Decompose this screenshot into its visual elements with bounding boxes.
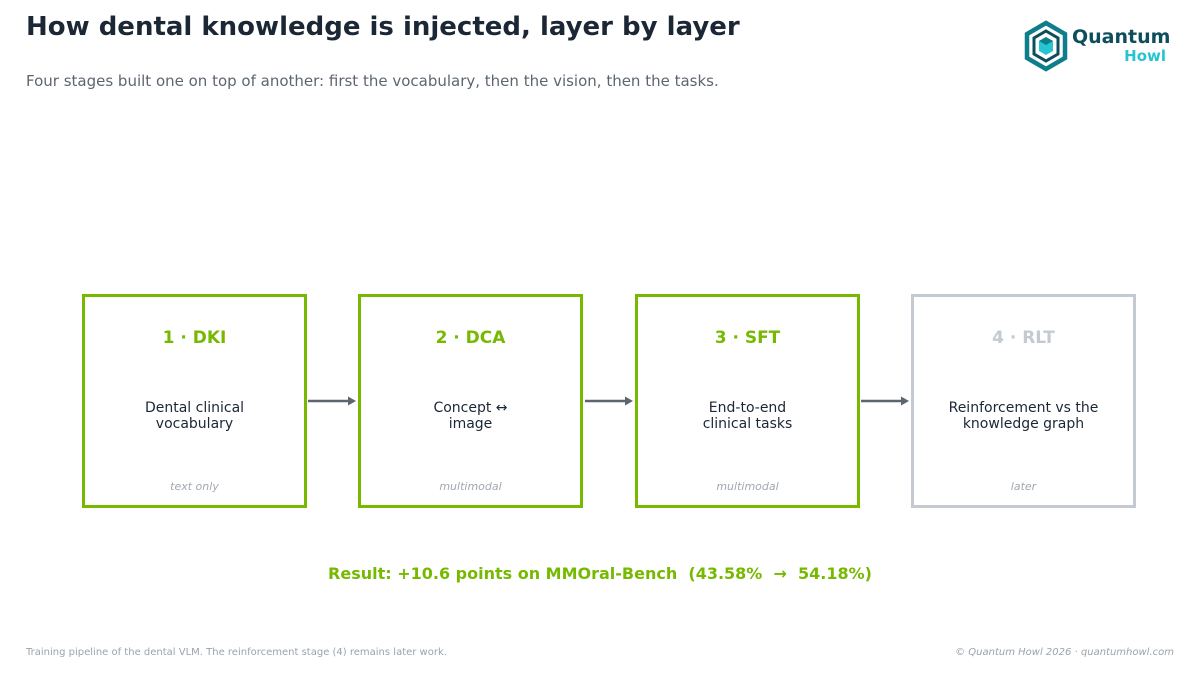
stage-title: 2 · DCA xyxy=(435,328,506,348)
footer-copyright: © Quantum Howl 2026 · quantumhowl.com xyxy=(955,647,1174,658)
stage-mode: later xyxy=(1010,480,1037,493)
stage-description: End-to-end clinical tasks xyxy=(702,400,793,432)
hexagon-logo-icon xyxy=(1024,20,1068,72)
quantum-howl-logo: Quantum Howl xyxy=(1022,20,1172,76)
stage-mode: multimodal xyxy=(716,480,779,493)
result-summary: Result: +10.6 points on MMOral-Bench (43… xyxy=(328,564,872,583)
stage-card-dca: 2 · DCA Concept ↔ image multimodal xyxy=(358,294,583,508)
arrow-right-icon xyxy=(861,396,909,406)
stage-title: 3 · SFT xyxy=(714,328,781,348)
footer-caption: Training pipeline of the dental VLM. The… xyxy=(26,647,447,658)
stage-title: 1 · DKI xyxy=(162,328,227,348)
logo-wordmark-quantum: Quantum xyxy=(1072,26,1171,48)
stage-description: Reinforcement vs the knowledge graph xyxy=(948,400,1099,432)
stage-mode: multimodal xyxy=(439,480,502,493)
arrow-right-icon xyxy=(585,396,633,406)
stage-card-rlt: 4 · RLT Reinforcement vs the knowledge g… xyxy=(911,294,1136,508)
stage-card-dki: 1 · DKI Dental clinical vocabulary text … xyxy=(82,294,307,508)
logo-wordmark-howl: Howl xyxy=(1124,47,1166,65)
page-subtitle: Four stages built one on top of another:… xyxy=(26,72,719,90)
stage-title: 4 · RLT xyxy=(992,328,1055,348)
stage-description: Concept ↔ image xyxy=(433,400,508,432)
arrow-right-icon xyxy=(308,396,356,406)
page-title: How dental knowledge is injected, layer … xyxy=(26,12,740,42)
stage-card-sft: 3 · SFT End-to-end clinical tasks multim… xyxy=(635,294,860,508)
stage-mode: text only xyxy=(170,480,219,493)
stage-description: Dental clinical vocabulary xyxy=(144,400,245,432)
